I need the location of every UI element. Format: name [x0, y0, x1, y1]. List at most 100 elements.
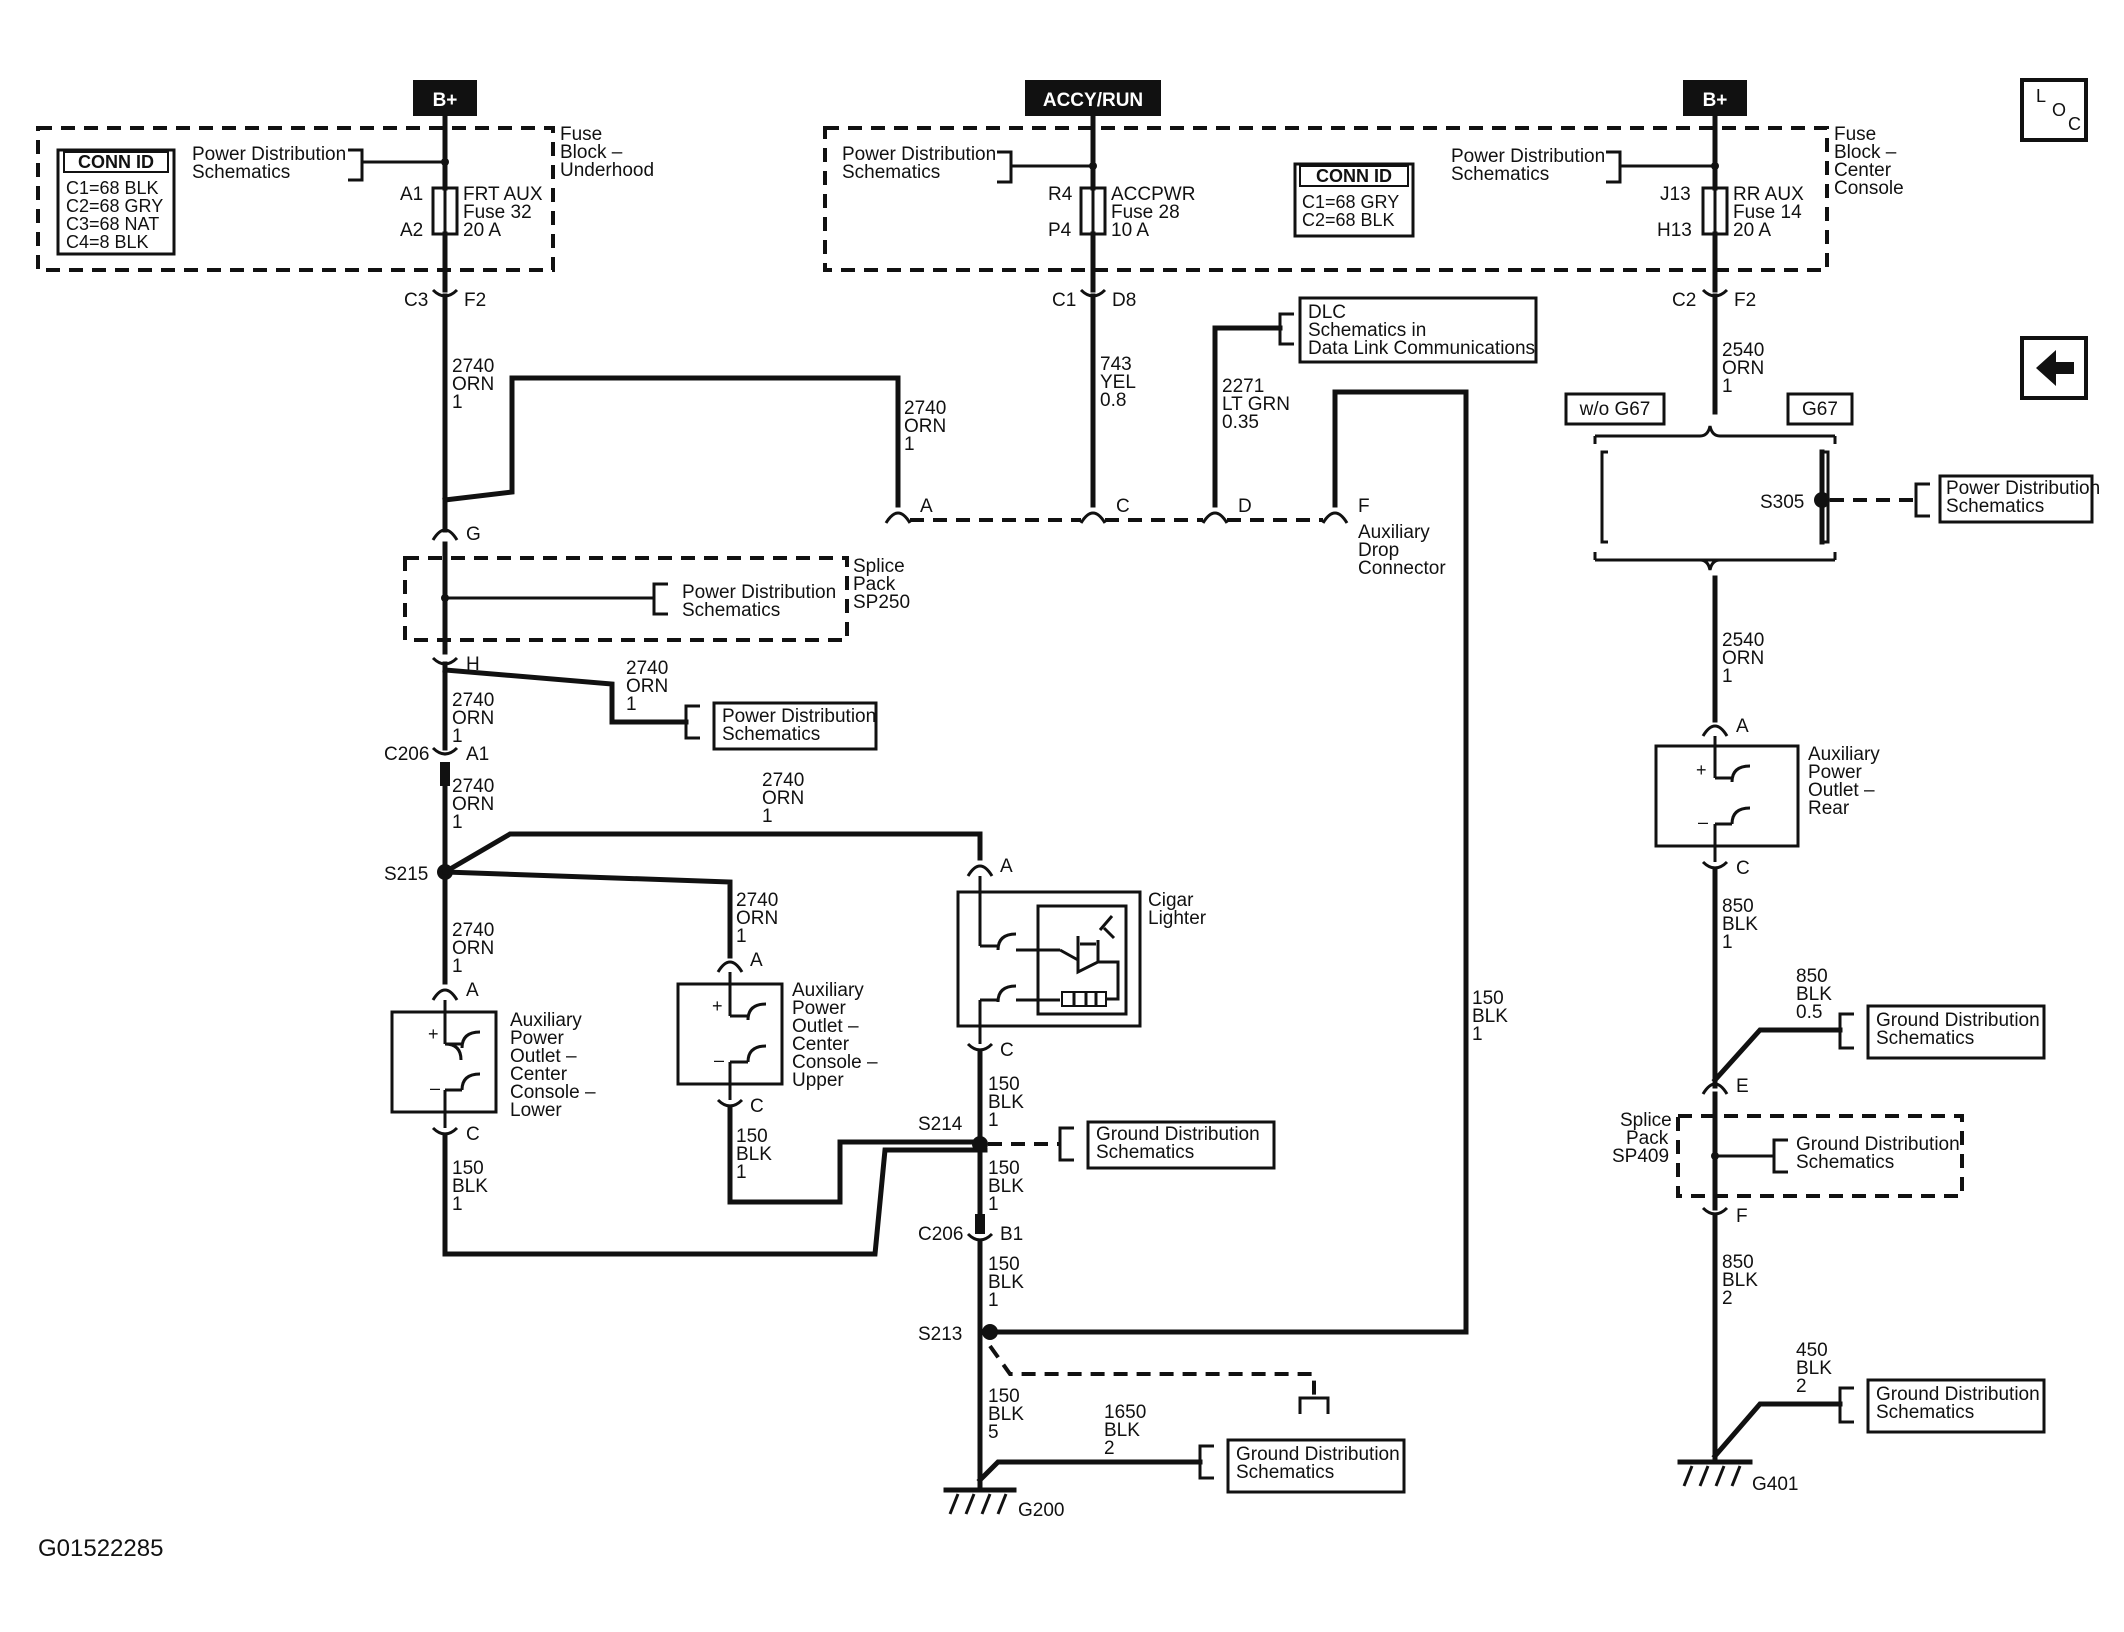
wire-2540-gauge-b: 1: [1722, 666, 1733, 687]
wire-2740-id-h: 2740: [626, 658, 668, 679]
c206-label-top: C206: [384, 744, 429, 765]
aux-drop-label-3: Connector: [1358, 558, 1446, 579]
sp409-label-2: Pack: [1626, 1128, 1669, 1149]
aux-outlet-center-upper: A + – Auxiliary Power Outlet – Center Co…: [676, 950, 878, 1117]
fuse-block-underhood: Fuse Block – Underhood CONN ID C1=68 BLK…: [36, 124, 654, 272]
c3-label: C3: [404, 290, 428, 311]
outlet-rear-minus: –: [1698, 812, 1708, 832]
wire-2271-color: LT GRN: [1222, 394, 1290, 415]
wire-2740-id-a: 2740: [452, 356, 494, 377]
outlet-upper-label-5: Console –: [792, 1052, 878, 1073]
wire-150-c206-gauge: 1: [988, 1290, 999, 1311]
pd-ref-s305-1: Power Distribution: [1946, 478, 2100, 499]
outlet-lower-minus: –: [430, 1078, 440, 1098]
back-arrow-icon[interactable]: [2020, 336, 2088, 400]
gd-ref-g200-1: Ground Distribution: [1236, 1444, 1400, 1465]
s305-label: S305: [1760, 492, 1804, 513]
wire-150-s214-gauge: 1: [988, 1194, 999, 1215]
outlet-lower-label-6: Lower: [510, 1100, 562, 1121]
wire-2740-id-b: 2740: [904, 398, 946, 419]
c1-pin-d8: D8: [1112, 290, 1136, 311]
gd-ref-450-1: Ground Distribution: [1876, 1384, 2040, 1405]
b-plus-right-tag: B+: [1683, 80, 1747, 116]
aux-drop-label-1: Auxiliary: [1358, 522, 1430, 543]
gd-ref-g200-2: Schematics: [1236, 1462, 1334, 1483]
wire-150-lower-id: 150: [452, 1158, 484, 1179]
wire-2540-color-b: ORN: [1722, 648, 1764, 669]
s215-label: S215: [384, 864, 428, 885]
outlet-lower-pin-c: C: [466, 1124, 480, 1145]
wire-2740-id-g: 2740: [452, 920, 494, 941]
sp250-label-3: SP250: [853, 592, 910, 613]
c2-label: C2: [1672, 290, 1696, 311]
fuse32-pin-bottom: A2: [400, 220, 423, 241]
loc-icon[interactable]: L O C: [2020, 78, 2088, 142]
outlet-upper-label-2: Power: [792, 998, 847, 1019]
svg-text:L: L: [2036, 86, 2046, 106]
aux-drop-connector: A C D F Auxiliary Drop Connector: [884, 496, 1446, 579]
outlet-lower-plus: +: [428, 1024, 439, 1044]
fuse-block-underhood-title-2: Block –: [560, 142, 623, 163]
fuse14-name: RR AUX: [1733, 184, 1804, 205]
outlet-upper-label-1: Auxiliary: [792, 980, 864, 1001]
pd-ref-h-2: Schematics: [722, 724, 820, 745]
outlet-upper-plus: +: [712, 996, 723, 1016]
cigar-label-2: Lighter: [1148, 908, 1207, 929]
pd-ref-h-1: Power Distribution: [722, 706, 876, 727]
sp250-label-1: Splice: [853, 556, 905, 577]
pd-ref-s305-2: Schematics: [1946, 496, 2044, 517]
sp250-ref-1: Power Distribution: [682, 582, 836, 603]
sp409-ref-1: Ground Distribution: [1796, 1134, 1960, 1155]
wire-150-right-id: 150: [1472, 988, 1504, 1009]
center-title-1: Fuse: [1834, 124, 1876, 145]
s213-label: S213: [918, 1324, 962, 1345]
sp250-ref-2: Schematics: [682, 600, 780, 621]
cigar-pin-c: C: [1000, 1040, 1014, 1061]
dlc-ref-line1: DLC: [1308, 302, 1346, 323]
option-without-g67[interactable]: w/o G67: [1579, 399, 1651, 420]
outlet-upper-label-3: Outlet –: [792, 1016, 859, 1037]
conn-id-c2: C2=68 GRY: [66, 196, 163, 216]
wire-2740-gauge-e: 1: [762, 806, 773, 827]
wire-150-s213-id: 150: [988, 1386, 1020, 1407]
sp409-pin-e: E: [1736, 1076, 1749, 1097]
wire-2271-gauge: 0.35: [1222, 412, 1259, 433]
wire-150-upper-gauge: 1: [736, 1162, 747, 1183]
dlc-ref-line3: Data Link Communications: [1308, 338, 1535, 359]
wire-2740-gauge-b: 1: [904, 434, 915, 455]
sp409-label-3: SP409: [1612, 1146, 1669, 1167]
sp409-label-1: Splice: [1620, 1110, 1672, 1131]
outlet-rear-label-1: Auxiliary: [1808, 744, 1880, 765]
center-conn-id-header: CONN ID: [1316, 166, 1392, 186]
dlc-ref-line2: Schematics in: [1308, 320, 1426, 341]
wire-450-color: BLK: [1796, 1358, 1832, 1379]
wire-743-id: 743: [1100, 354, 1132, 375]
pd-ref-center-left-2: Schematics: [842, 162, 940, 183]
outlet-rear-label-4: Rear: [1808, 798, 1850, 819]
conn-id-header: CONN ID: [78, 152, 154, 172]
svg-text:C: C: [2068, 114, 2081, 134]
ground-g200-icon: [943, 1487, 1017, 1515]
wire-2740-gauge-a: 1: [452, 392, 463, 413]
wire-850-b-id: 850: [1796, 966, 1828, 987]
wire-150-upper-color: BLK: [736, 1144, 772, 1165]
wire-850-c-id: 850: [1722, 1252, 1754, 1273]
sp250-label-2: Pack: [853, 574, 896, 595]
wire-2740-gauge-d: 1: [452, 812, 463, 833]
sp250-pin-g: G: [466, 524, 481, 545]
option-g67[interactable]: G67: [1802, 399, 1838, 420]
s214-label: S214: [918, 1114, 963, 1135]
wire-2540-gauge-a: 1: [1722, 376, 1733, 397]
gd-ref-850-1: Ground Distribution: [1876, 1010, 2040, 1031]
center-title-4: Console: [1834, 178, 1904, 199]
gd-ref-s214-2: Schematics: [1096, 1142, 1194, 1163]
aux-drop-pin-c: C: [1116, 496, 1130, 517]
wire-150-right-gauge: 1: [1472, 1024, 1483, 1045]
outlet-rear-pin-a: A: [1736, 716, 1749, 737]
center-title-2: Block –: [1834, 142, 1897, 163]
wire-850-rear-color: BLK: [1722, 914, 1758, 935]
pd-ref-underhood-1: Power Distribution: [192, 144, 346, 165]
conn-id-c4: C4=8 BLK: [66, 232, 149, 252]
wire-2540-color-a: ORN: [1722, 358, 1764, 379]
